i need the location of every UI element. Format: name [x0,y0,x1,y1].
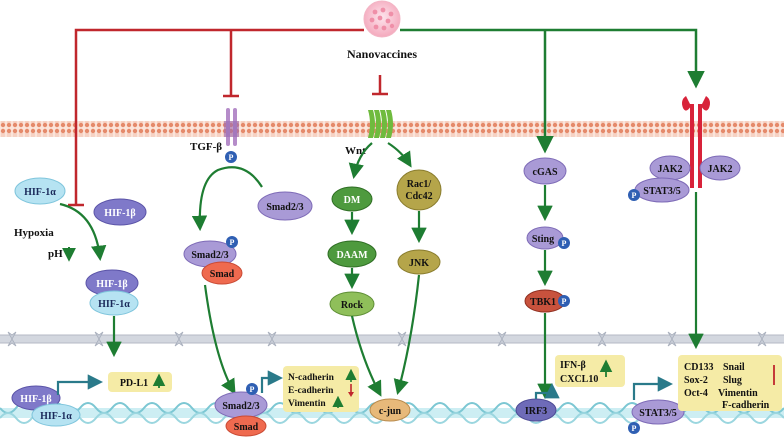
smad23-nuclear-label: Smad2/3 [222,401,259,412]
hif-pathway: HIF-1α HIF-1β Hypoxia pH HIF-1β HIF-1α H… [11,177,172,427]
pdl1-label: PD-L1 [120,378,148,389]
smad23-cytoplasmic-label: Smad2/3 [266,202,303,213]
stat35-cytoplasmic-label: STAT3/5 [643,186,680,197]
oct4-label: Oct-4 [684,388,708,399]
phospho-label: P [230,238,235,247]
cgas-label: cGAS [533,167,558,178]
e-cadherin-label: E-cadherin [288,386,334,396]
wnt-pathway: DM DAAM Rock Rac1/ Cdc42 JNK c-jun [327,142,442,422]
hif1b-nuclear-label: HIF-1β [20,394,51,405]
stat35-nuclear-label: STAT3/5 [639,408,676,419]
phospho-label: P [562,239,567,248]
c-jun-node [369,398,411,422]
activation-lines [400,28,705,154]
sox2-label: Sox-2 [684,375,708,386]
daam-label: DAAM [336,250,368,261]
smad-pathway: Smad2/3 Smad2/3 P Smad Smad2/3 P Smad N-… [183,166,359,437]
smad23-cytoplasmic-node [257,191,313,221]
c-jun-label: c-jun [379,406,402,417]
dm-label: DM [344,195,361,206]
phospho-icon [558,237,570,249]
hif1b-complex-label: HIF-1β [96,279,127,290]
cgas-node [523,157,567,185]
rock-label: Rock [341,300,364,311]
smad-label: Smad [210,269,235,280]
f-cadherin-label: F-cadherin [722,400,770,411]
phospho-label: P [562,297,567,306]
smad23-active-label: Smad2/3 [191,250,228,261]
jak-stat-pathway: JAK2 JAK2 STAT3/5 P STAT3/5 P CD133 Sox-… [628,155,782,434]
inhibition-lines [68,28,388,207]
wnt-label: Wnt [345,145,366,157]
cgas-sting-pathway: cGAS Sting P TBK1 P IRF3 IFN-β CXCL10 [515,157,625,422]
phospho-label: P [250,385,255,394]
tbk1-label: TBK1 [530,297,556,308]
jnk-label: JNK [409,258,429,269]
phospho-icon [628,189,640,201]
nanovaccines-label: Nanovaccines [347,47,417,61]
cd133-label: CD133 [684,362,713,373]
smad-nuclear-node [225,415,267,437]
ph-label: pH [48,248,63,260]
phospho-label: P [632,424,637,433]
phospho-icon [226,236,238,248]
hif1a-label: HIF-1α [24,187,56,198]
smad-nuclear-label: Smad [234,422,259,433]
vimentin-stem-label: Vimentin [718,388,758,399]
hif1b-node [93,198,147,226]
wnt-receptor [368,110,393,138]
tgf-beta-receptor [224,108,239,146]
stat35-nuclear-node [631,399,685,425]
daam-node [327,240,377,268]
slug-label: Slug [723,375,742,386]
irf3-label: IRF3 [525,406,547,417]
cdc42-label: Cdc42 [405,191,432,202]
hif1a-nuclear-label: HIF-1α [40,411,72,422]
hif1a-complex-node [89,290,139,316]
nanovaccine-particle [363,0,401,38]
snail-label: Snail [723,362,745,373]
dm-node [331,186,373,212]
hif1a-nuclear-node [31,403,81,427]
hif1b-label: HIF-1β [104,208,135,219]
tgf-beta-label: TGF-β [190,141,222,153]
phospho-label: P [229,153,234,162]
phospho-icon [246,383,258,395]
rac1-label: Rac1/ [407,179,432,190]
n-cadherin-label: N-cadherin [288,373,335,383]
nuclear-envelope [0,331,784,347]
hif1a-complex-label: HIF-1α [98,299,130,310]
cytokine-receptor [682,96,710,188]
stemness-markers-box [678,355,782,411]
cxcl10-label: CXCL10 [560,374,598,385]
jak2-right-label: JAK2 [708,164,733,175]
rac1-cdc42-node [396,169,442,211]
phospho-icon [558,295,570,307]
hypoxia-label: Hypoxia [14,227,54,239]
smad-node [201,261,243,285]
jak2-right-node [699,155,741,181]
ifn-beta-label: IFN-β [560,360,586,371]
phospho-icon [628,422,640,434]
jak2-left-label: JAK2 [658,164,683,175]
vimentin-label: Vimentin [288,399,326,409]
phospho-icon [225,151,237,163]
sting-label: Sting [532,234,554,245]
phospho-label: P [632,191,637,200]
hif1a-node [14,177,66,205]
jnk-node [397,249,441,275]
